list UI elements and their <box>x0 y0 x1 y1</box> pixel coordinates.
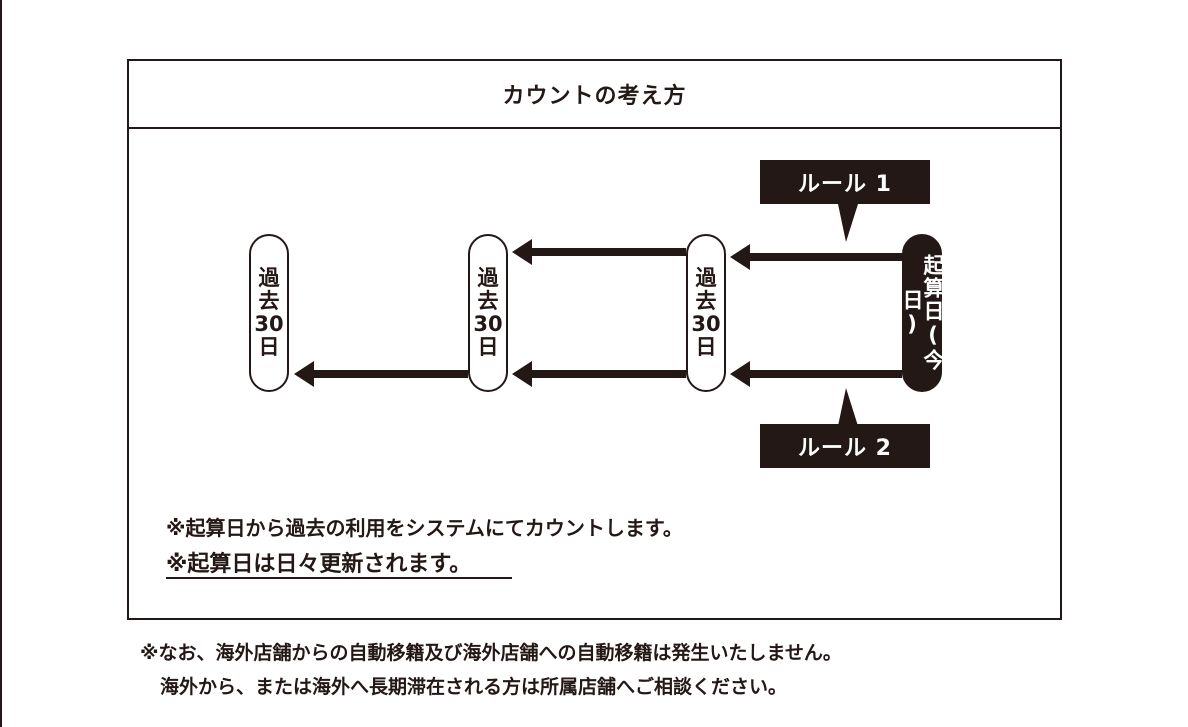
past-30-days-node-2: 過 去 30 日 <box>468 234 508 392</box>
rule1-arrowhead-2 <box>512 239 532 265</box>
diagram-title: カウントの考え方 <box>502 84 687 109</box>
node-char: 去 <box>695 289 717 313</box>
footer-note-line-2: 海外から、または海外へ長期滞在される方は所属店舗へご相談ください。 <box>160 676 788 698</box>
node-char: 過 <box>258 266 280 290</box>
note-count-method: ※起算日から過去の利用をシステムにてカウントします。 <box>166 516 683 540</box>
past-30-days-node-3: 過 去 30 日 <box>249 234 289 392</box>
note-daily-update: ※起算日は日々更新されます。 <box>166 552 472 577</box>
rule2-arrowhead-3 <box>294 361 314 387</box>
past-30-days-node-1: 過 去 30 日 <box>686 234 726 392</box>
diagram-frame: カウントの考え方 <box>127 59 1062 620</box>
start-day-label: 起算日(今日) <box>900 254 945 372</box>
node-char: 過 <box>695 266 717 290</box>
note-underline <box>166 577 512 579</box>
left-edge-rule <box>0 0 2 727</box>
node-number: 30 <box>691 312 721 336</box>
node-char: 日 <box>258 335 280 359</box>
node-number: 30 <box>254 312 284 336</box>
start-day-node: 起算日(今日) <box>900 234 945 392</box>
footer-note-line-1: ※なお、海外店舗からの自動移籍及び海外店舗への自動移籍は発生いたしません。 <box>140 642 842 664</box>
rule2-text: ルール 2 <box>798 436 892 461</box>
rule1-label: ルール 1 <box>760 160 930 204</box>
node-char: 去 <box>477 289 499 313</box>
rule2-pointer <box>838 388 858 426</box>
node-char: 去 <box>258 289 280 313</box>
frame-header: カウントの考え方 <box>129 61 1060 129</box>
rule1-text: ルール 1 <box>798 172 892 197</box>
node-number: 30 <box>473 312 503 336</box>
rule2-arrowhead-1 <box>730 361 750 387</box>
rule2-label: ルール 2 <box>760 424 930 468</box>
rule1-pointer <box>838 204 858 242</box>
rule2-arrowhead-2 <box>512 361 532 387</box>
node-char: 日 <box>695 335 717 359</box>
node-char: 過 <box>477 266 499 290</box>
node-char: 日 <box>477 335 499 359</box>
rule1-arrowhead-1 <box>730 244 750 270</box>
